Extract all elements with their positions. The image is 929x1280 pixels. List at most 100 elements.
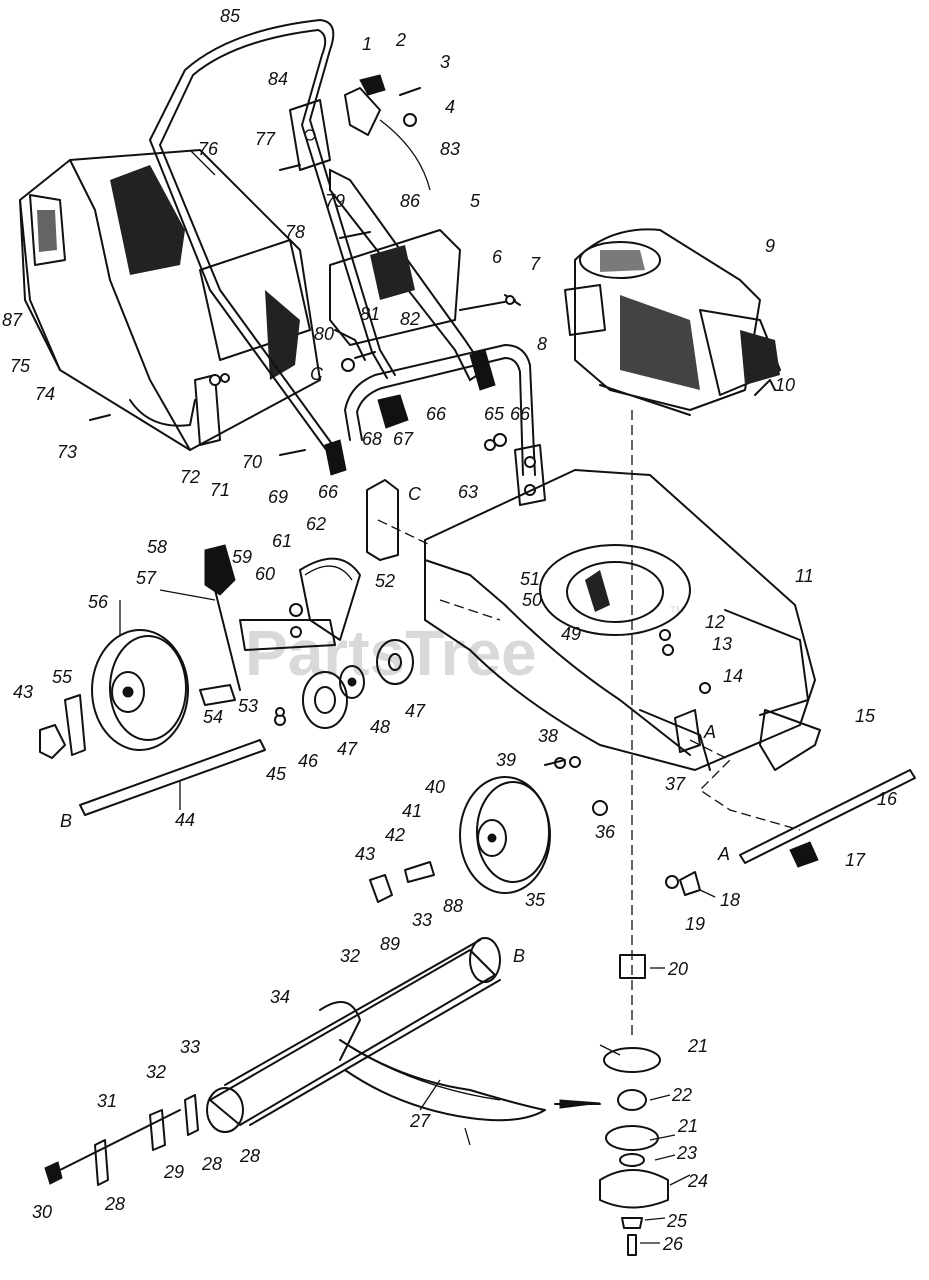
callout-83: 83 [440, 139, 460, 159]
callout-68: 68 [362, 429, 382, 449]
callout-12: 12 [705, 612, 725, 632]
callout-13: 13 [712, 634, 732, 654]
callout-28-left: 28 [104, 1194, 125, 1214]
letter-c-right: C [408, 484, 422, 504]
callout-20: 20 [667, 959, 688, 979]
axis-line-49 [439, 599, 501, 621]
callout-33-right: 33 [412, 910, 432, 930]
callout-60: 60 [255, 564, 275, 584]
callout-78: 78 [285, 222, 305, 242]
small-hardware-illustration [89, 87, 776, 768]
callout-16: 16 [877, 789, 898, 809]
callout-36: 36 [595, 822, 616, 842]
callout-44: 44 [175, 810, 195, 830]
callout-35: 35 [525, 890, 546, 910]
blade-assembly-illustration [599, 954, 669, 1256]
letter-a-deck: A [703, 722, 716, 742]
callout-82: 82 [400, 309, 420, 329]
callout-11: 11 [795, 566, 814, 586]
callout-85: 85 [220, 6, 241, 26]
callout-4: 4 [445, 97, 455, 117]
callout-24: 24 [687, 1171, 708, 1191]
callout-62: 62 [306, 514, 326, 534]
callout-53: 53 [238, 696, 258, 716]
callout-3: 3 [440, 52, 450, 72]
callout-29: 29 [163, 1162, 184, 1182]
callout-56: 56 [88, 592, 109, 612]
callout-39: 39 [496, 750, 516, 770]
callout-21-bottom: 21 [677, 1116, 698, 1136]
axis-line-c [377, 519, 431, 546]
callout-45: 45 [266, 764, 287, 784]
callout-25: 25 [666, 1211, 688, 1231]
callout-22: 22 [671, 1085, 692, 1105]
callout-27: 27 [409, 1111, 431, 1131]
engine-illustration [564, 228, 781, 416]
callout-31: 31 [97, 1091, 117, 1111]
callout-46: 46 [298, 751, 319, 771]
deflector-shield-illustration [329, 229, 516, 361]
callout-9: 9 [765, 236, 775, 256]
callout-74: 74 [35, 384, 55, 404]
letter-b-axle: B [60, 811, 72, 831]
callout-89: 89 [380, 934, 400, 954]
callout-73: 73 [57, 442, 77, 462]
callout-67: 67 [393, 429, 414, 449]
callout-8: 8 [537, 334, 547, 354]
letter-b-reel: B [513, 946, 525, 966]
callout-48: 48 [370, 717, 390, 737]
callout-28-mid: 28 [201, 1154, 222, 1174]
leader-lines [119, 149, 815, 1244]
callout-18: 18 [720, 890, 740, 910]
callout-7: 7 [530, 254, 541, 274]
callout-42: 42 [385, 825, 405, 845]
callout-1: 1 [362, 34, 372, 54]
front-wheel-illustration [369, 757, 608, 903]
callout-86: 86 [400, 191, 421, 211]
callout-23: 23 [676, 1143, 697, 1163]
callout-17: 17 [845, 850, 866, 870]
callout-63: 63 [458, 482, 478, 502]
reel-assembly-illustration [44, 937, 601, 1186]
callout-28-right: 28 [239, 1146, 260, 1166]
callout-40: 40 [425, 777, 445, 797]
watermark-text: PartsTree [245, 617, 537, 689]
callout-34: 34 [270, 987, 290, 1007]
callout-10: 10 [775, 375, 795, 395]
callout-65: 65 [484, 404, 505, 424]
callout-41: 41 [402, 801, 422, 821]
callout-58: 58 [147, 537, 167, 557]
callout-84: 84 [268, 69, 288, 89]
callout-52: 52 [375, 571, 395, 591]
grass-catcher-illustration [19, 149, 321, 451]
callout-87: 87 [2, 310, 23, 330]
callout-37: 37 [665, 774, 686, 794]
callout-43-right: 43 [355, 844, 375, 864]
callout-70: 70 [242, 452, 262, 472]
mower-deck-illustration [424, 469, 816, 831]
callout-88: 88 [443, 896, 463, 916]
callout-81: 81 [360, 304, 380, 324]
callout-32-right: 32 [340, 946, 360, 966]
callout-32-left: 32 [146, 1062, 166, 1082]
callout-38: 38 [538, 726, 558, 746]
callout-19: 19 [685, 914, 705, 934]
letter-c-left: C [310, 364, 324, 384]
front-axle-illustration [665, 709, 916, 896]
callout-14: 14 [723, 666, 743, 686]
callout-33-left: 33 [180, 1037, 200, 1057]
callout-50: 50 [522, 590, 542, 610]
callout-66-right: 66 [510, 404, 531, 424]
callout-26: 26 [662, 1234, 684, 1254]
rear-wheel-illustration [39, 629, 414, 816]
callout-15: 15 [855, 706, 876, 726]
callout-51: 51 [520, 569, 540, 589]
callout-69: 69 [268, 487, 288, 507]
callout-47-right: 47 [405, 701, 426, 721]
height-adjuster-illustration [204, 544, 361, 691]
callout-66-center: 66 [426, 404, 447, 424]
callout-47-left: 47 [337, 739, 358, 759]
lower-handle-illustration [344, 344, 546, 561]
callout-66-left: 66 [318, 482, 339, 502]
